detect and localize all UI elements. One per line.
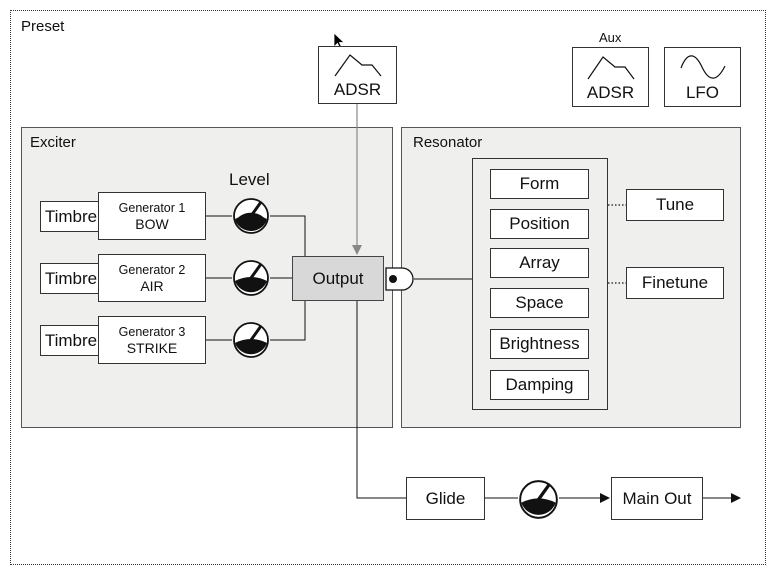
- generator-2-box[interactable]: Generator 2 AIR: [98, 254, 206, 302]
- preset-frame: [10, 10, 766, 565]
- resonator-params-group: [472, 158, 608, 410]
- glide-box[interactable]: Glide: [406, 477, 485, 520]
- mod-adsr-label: ADSR: [333, 80, 382, 99]
- generator-1-box[interactable]: Generator 1 BOW: [98, 192, 206, 240]
- aux-lfo-box[interactable]: LFO: [664, 47, 741, 107]
- preset-title: Preset: [21, 18, 65, 35]
- generator-1-name: Generator 1: [118, 201, 186, 215]
- level-label: Level: [229, 170, 270, 189]
- finetune-button[interactable]: Finetune: [626, 267, 724, 299]
- level-knob-icon[interactable]: [518, 479, 559, 520]
- resonator-title: Resonator: [413, 134, 483, 151]
- mod-adsr-box[interactable]: ADSR: [318, 46, 397, 104]
- param-space-button[interactable]: Space: [490, 288, 589, 318]
- timbre-button-2[interactable]: Timbre: [40, 263, 102, 294]
- param-array-button[interactable]: Array: [490, 248, 589, 278]
- generator-2-name: Generator 2: [118, 263, 186, 277]
- main-out-box[interactable]: Main Out: [611, 477, 703, 520]
- param-brightness-button[interactable]: Brightness: [490, 329, 589, 359]
- exciter-title: Exciter: [30, 134, 76, 151]
- param-position-button[interactable]: Position: [490, 209, 589, 239]
- level-knob-icon[interactable]: [232, 259, 270, 297]
- level-knob-icon[interactable]: [232, 321, 270, 359]
- generator-1-type: BOW: [135, 216, 169, 232]
- aux-adsr-label: ADSR: [586, 83, 635, 102]
- level-knob-icon[interactable]: [232, 197, 270, 235]
- param-damping-button[interactable]: Damping: [490, 370, 589, 400]
- param-form-button[interactable]: Form: [490, 169, 589, 199]
- adsr-envelope-icon: [587, 56, 634, 80]
- timbre-button-3[interactable]: Timbre: [40, 325, 102, 356]
- aux-label: Aux: [599, 30, 622, 45]
- generator-3-type: STRIKE: [126, 340, 178, 356]
- lfo-sine-icon: [679, 55, 726, 79]
- aux-adsr-box[interactable]: ADSR: [572, 47, 649, 107]
- adsr-envelope-icon: [334, 54, 381, 77]
- generator-3-name: Generator 3: [118, 325, 186, 339]
- aux-lfo-label: LFO: [685, 83, 720, 102]
- output-box[interactable]: Output: [292, 256, 384, 301]
- tune-button[interactable]: Tune: [626, 189, 724, 221]
- generator-2-type: AIR: [140, 278, 164, 294]
- output-connector-icon: [385, 267, 414, 291]
- generator-3-box[interactable]: Generator 3 STRIKE: [98, 316, 206, 364]
- timbre-button-1[interactable]: Timbre: [40, 201, 102, 232]
